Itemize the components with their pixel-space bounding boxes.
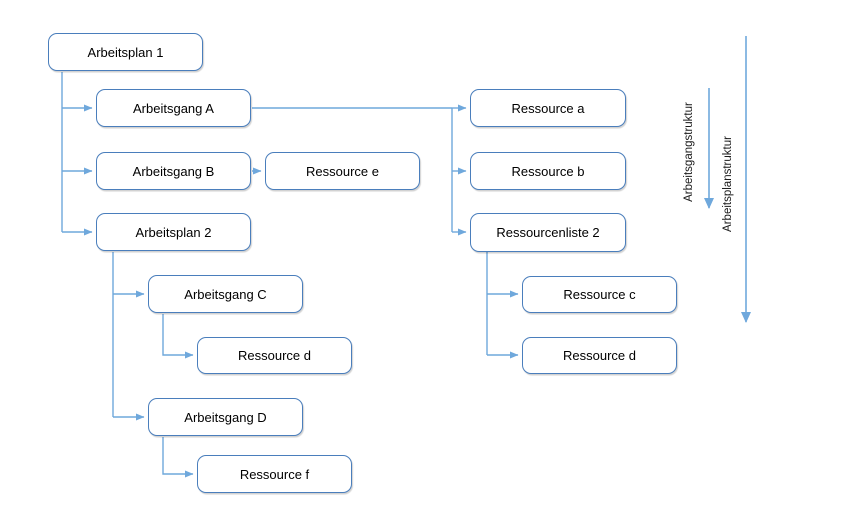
node-ressourcenliste-2: Ressourcenliste 2 <box>470 213 626 252</box>
edge-c-to-ressource-d <box>162 314 194 359</box>
node-arbeitsgang-c: Arbeitsgang C <box>148 275 303 313</box>
node-ressource-b: Ressource b <box>470 152 626 190</box>
node-ressource-c: Ressource c <box>522 276 677 313</box>
node-arbeitsgang-d: Arbeitsgang D <box>148 398 303 436</box>
node-ressource-d-right: Ressource d <box>522 337 677 374</box>
node-ressource-a: Ressource a <box>470 89 626 127</box>
node-arbeitsplan-2: Arbeitsplan 2 <box>96 213 251 251</box>
node-arbeitsplan-1: Arbeitsplan 1 <box>48 33 203 71</box>
node-ressource-e: Ressource e <box>265 152 420 190</box>
arbeitsplanstruktur-label: Arbeitsplanstruktur <box>722 136 734 232</box>
node-ressource-d-left: Ressource d <box>197 337 352 374</box>
node-arbeitsgang-a: Arbeitsgang A <box>96 89 251 127</box>
node-arbeitsgang-b: Arbeitsgang B <box>96 152 251 190</box>
arbeitsgangstruktur-label: Arbeitsgangstruktur <box>683 102 695 202</box>
edge-d-to-ressource-f <box>162 437 194 478</box>
node-ressource-f: Ressource f <box>197 455 352 493</box>
